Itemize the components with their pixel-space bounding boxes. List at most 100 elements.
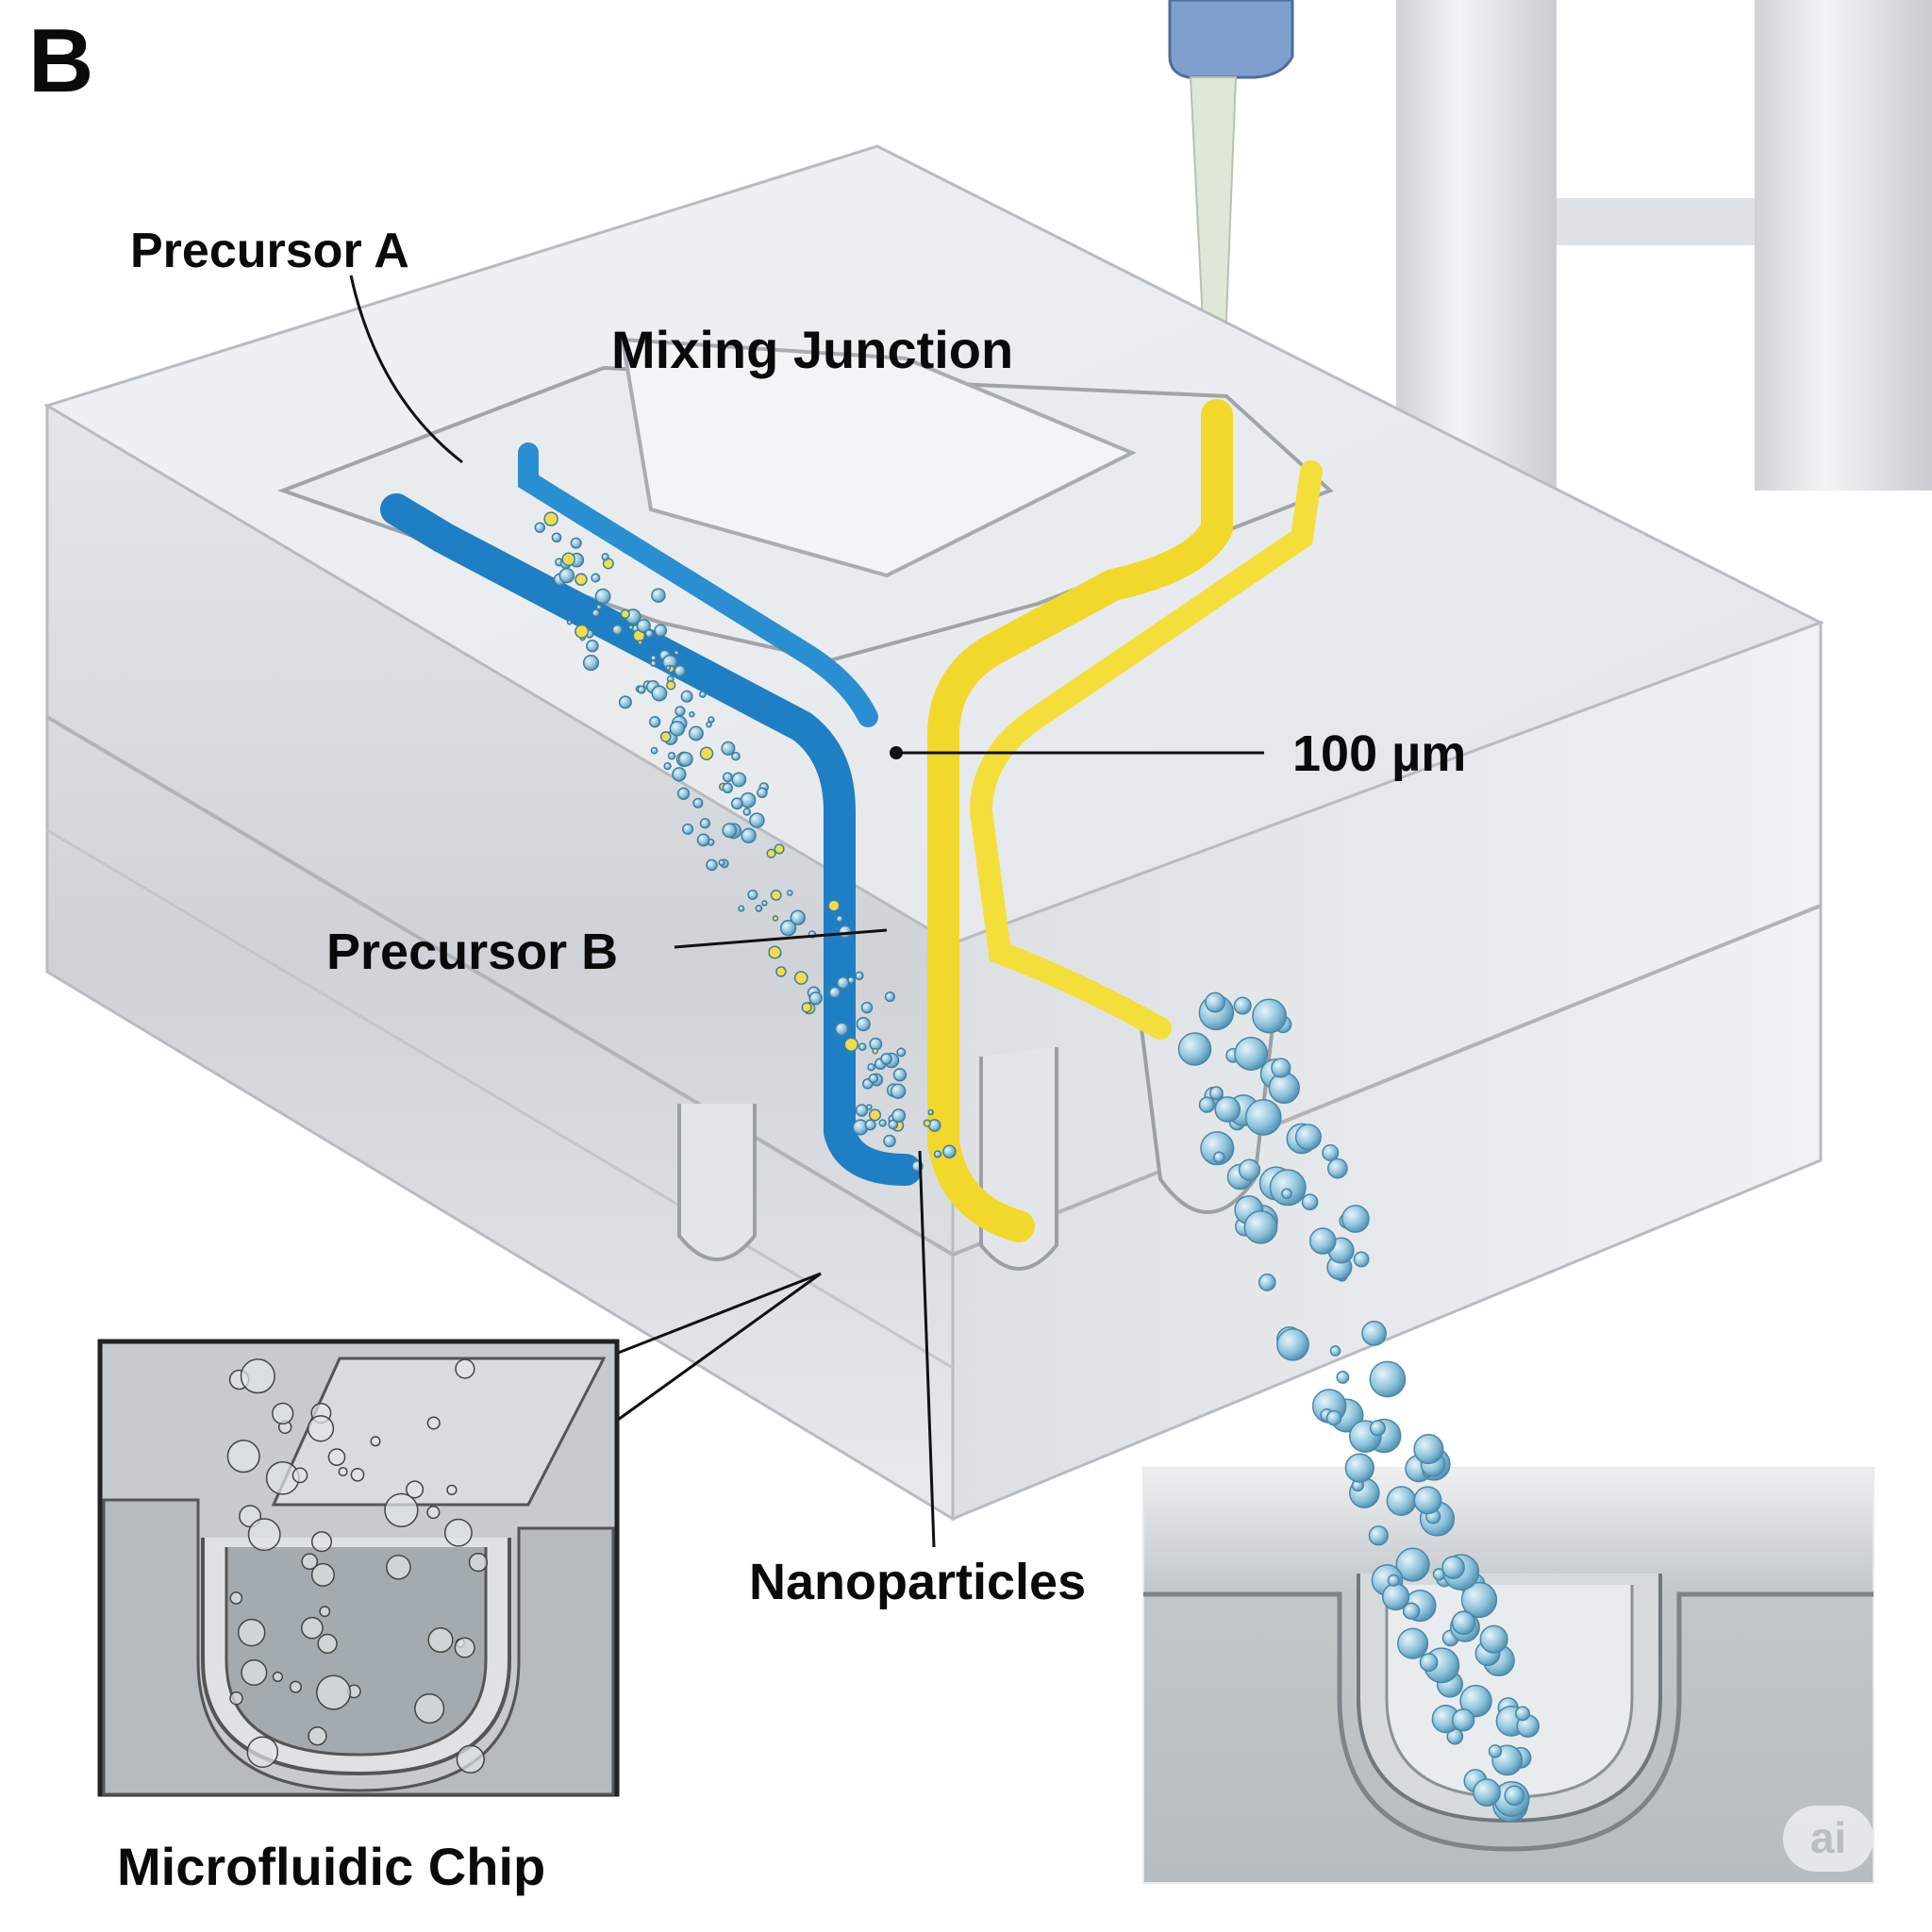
nanoparticle — [543, 511, 558, 526]
nanoparticle — [884, 991, 895, 1003]
ai-watermark-badge: ai — [1783, 1806, 1874, 1872]
nanoparticle — [1325, 1409, 1342, 1426]
nanoparticle — [1369, 1360, 1407, 1398]
nanoparticle — [1504, 1785, 1525, 1807]
nanoparticle — [1381, 1582, 1410, 1611]
inset-bubble — [310, 1562, 335, 1587]
nanoparticle — [591, 573, 601, 583]
chip-layer-line — [45, 715, 955, 1257]
inset-substrate — [102, 1498, 615, 1796]
nanoparticle — [688, 725, 704, 741]
leader-precursor-b — [674, 928, 888, 949]
nanoparticle — [721, 741, 736, 756]
label-nanoparticles: Nanoparticles — [749, 1554, 1087, 1610]
nanoparticle — [1233, 996, 1252, 1015]
nanoparticle — [768, 945, 782, 959]
scale-marker-dot — [890, 746, 903, 759]
nanoparticle — [1208, 1086, 1224, 1101]
panel-letter: B — [28, 10, 94, 111]
inset-bubble — [289, 1680, 302, 1693]
inset-bubble — [229, 1691, 243, 1706]
nanoparticle — [675, 706, 686, 717]
nanoparticle — [880, 1053, 892, 1065]
inset-bubble — [456, 1744, 485, 1774]
nanoparticle — [650, 655, 658, 662]
inset-bubble — [308, 1726, 327, 1746]
nanoparticle — [1269, 1169, 1307, 1207]
inset-bubble — [272, 1671, 284, 1683]
nanoparticle — [722, 772, 733, 783]
nanoparticle — [706, 721, 712, 728]
nanoparticle — [742, 808, 752, 816]
nanoparticle — [699, 818, 711, 829]
nanoparticle — [692, 797, 704, 808]
inset-bubble — [370, 1436, 381, 1447]
nanoparticle — [1238, 1158, 1261, 1181]
background-pillars — [1396, 0, 1932, 509]
nanoparticle — [747, 889, 758, 901]
nanoparticle — [706, 858, 718, 872]
nanoparticle — [942, 1144, 957, 1158]
nanoparticle — [676, 787, 691, 800]
nanoparticle — [575, 624, 590, 639]
nanoparticle — [618, 695, 632, 709]
nanoparticle — [855, 971, 864, 981]
nanoparticle — [1336, 1371, 1350, 1384]
nanoparticle — [740, 791, 757, 808]
inset-bubble — [427, 1626, 454, 1654]
nanoparticle — [779, 920, 797, 937]
nanoparticle — [651, 685, 668, 702]
nanoparticle — [558, 567, 575, 584]
cross-section-inset-left — [97, 1339, 620, 1797]
inset-bubble — [291, 1467, 308, 1484]
label-precursor-a: Precursor A — [130, 224, 409, 278]
nanoparticle — [1387, 1574, 1400, 1587]
nanoparticle — [627, 625, 634, 630]
nanoparticle — [1441, 1556, 1465, 1579]
nanoparticle — [722, 782, 734, 794]
inset-bubble — [319, 1606, 331, 1618]
nanoparticle — [860, 1001, 874, 1014]
nanoparticle — [636, 618, 651, 634]
nanoparticle — [1361, 1321, 1387, 1346]
nanoparticle — [836, 976, 850, 990]
nanoparticle — [868, 1108, 882, 1122]
inset-bubble — [406, 1480, 425, 1499]
inset-bubble — [386, 1554, 411, 1580]
inset-bubble — [246, 1736, 279, 1768]
nanoparticle — [663, 761, 672, 771]
nanoparticle — [1397, 1627, 1429, 1659]
nanoparticle — [698, 691, 707, 698]
nanoparticle — [718, 858, 725, 867]
nanoparticle — [868, 1073, 879, 1084]
nanoparticle — [1413, 1434, 1444, 1465]
nanoparticle — [1276, 1327, 1309, 1361]
channel-cutout — [677, 1104, 757, 1261]
inset-bubble — [414, 1693, 445, 1724]
nanoparticle — [774, 843, 785, 855]
nanoparticle — [786, 890, 793, 896]
nanoparticle — [586, 639, 599, 653]
nanoparticle — [1515, 1706, 1530, 1722]
nanoparticle — [749, 812, 765, 828]
inset-bubbles — [226, 1358, 489, 1774]
nanoparticle — [551, 532, 562, 543]
nanoparticle — [757, 787, 768, 799]
nanoparticle — [667, 752, 676, 760]
nanoparticle-cloud — [534, 511, 957, 1173]
nanoparticle — [1395, 1547, 1430, 1582]
leader-precursor-a — [349, 275, 463, 464]
inset-bubble — [310, 1531, 333, 1553]
inset-bubble — [455, 1358, 475, 1379]
inset-bubble — [384, 1492, 419, 1528]
nanoparticle — [674, 649, 680, 656]
nanoparticle — [1413, 1486, 1442, 1515]
nanoparticle — [696, 833, 710, 847]
nanoparticle — [650, 746, 658, 755]
inset-bubble — [443, 1518, 473, 1547]
nanoparticle — [1452, 1708, 1475, 1732]
nanoparticle — [741, 827, 757, 843]
nanoparticle — [793, 971, 808, 985]
inset-bubble — [426, 1416, 441, 1430]
inset-bubble — [468, 1552, 489, 1573]
